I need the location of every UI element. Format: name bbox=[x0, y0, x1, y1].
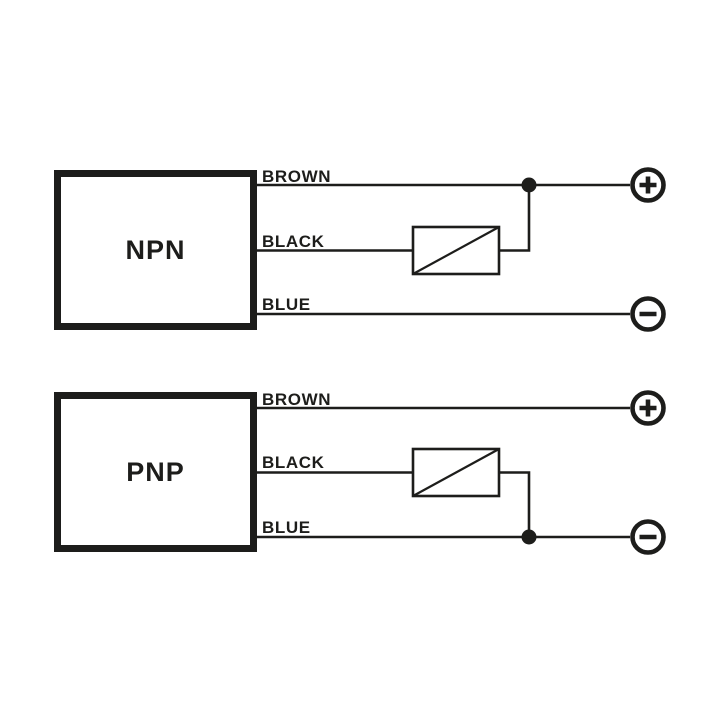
npn-black-wire-label: BLACK bbox=[262, 232, 325, 251]
npn-brown-wire-label: BROWN bbox=[262, 167, 331, 186]
npn-circuit: NPN BROWN BLACK BLUE bbox=[54, 167, 666, 332]
pnp-black-wire-label: BLACK bbox=[262, 453, 325, 472]
npn-load-to-plus-connector bbox=[499, 185, 531, 252]
pnp-load-to-minus-connector bbox=[499, 471, 531, 537]
pnp-sensor-box bbox=[54, 392, 257, 552]
npn-junction-dot bbox=[521, 177, 537, 193]
pnp-brown-wire-label: BROWN bbox=[262, 390, 331, 409]
load-diagonal bbox=[412, 448, 500, 497]
pnp-load-symbol bbox=[411, 447, 501, 498]
load-diagonal bbox=[412, 226, 500, 275]
npn-box-label: NPN bbox=[125, 235, 185, 265]
plus-sign bbox=[639, 399, 657, 417]
npn-sensor-box bbox=[54, 170, 257, 330]
minus-circle-icon bbox=[630, 519, 666, 555]
plus-sign bbox=[639, 176, 657, 194]
minus-circle-icon bbox=[630, 296, 666, 332]
pnp-blue-wire-label: BLUE bbox=[262, 518, 311, 537]
pnp-box-label: PNP bbox=[126, 457, 185, 487]
npn-blue-wire-label: BLUE bbox=[262, 295, 311, 314]
plus-circle-icon bbox=[630, 390, 666, 426]
npn-load-symbol bbox=[411, 225, 501, 276]
plus-circle-icon bbox=[630, 167, 666, 203]
pnp-circuit: PNP BROWN BLACK BLUE bbox=[54, 390, 666, 555]
